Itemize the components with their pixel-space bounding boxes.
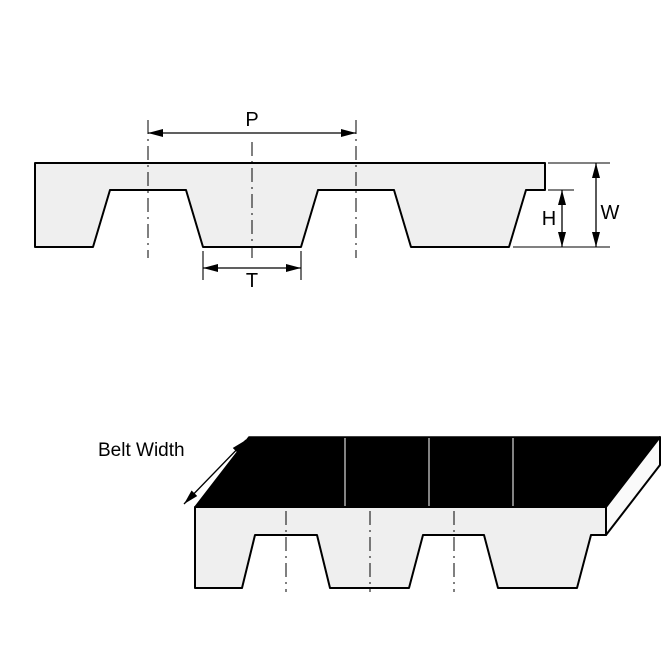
pitch-label: P — [245, 109, 258, 131]
belt-3d-view: Belt Width — [98, 436, 661, 592]
belt-thickness-label: W — [601, 202, 620, 224]
belt-front-face — [194, 506, 607, 589]
belt-top-face — [194, 436, 661, 508]
tooth-width-label: T — [246, 270, 258, 292]
belt-width-label: Belt Width — [98, 440, 185, 461]
belt-profile-shape — [34, 162, 546, 248]
tooth-height-label: H — [542, 208, 556, 230]
belt-cross-section: P T H W — [34, 109, 620, 292]
belt-width-arrow — [183, 439, 247, 505]
